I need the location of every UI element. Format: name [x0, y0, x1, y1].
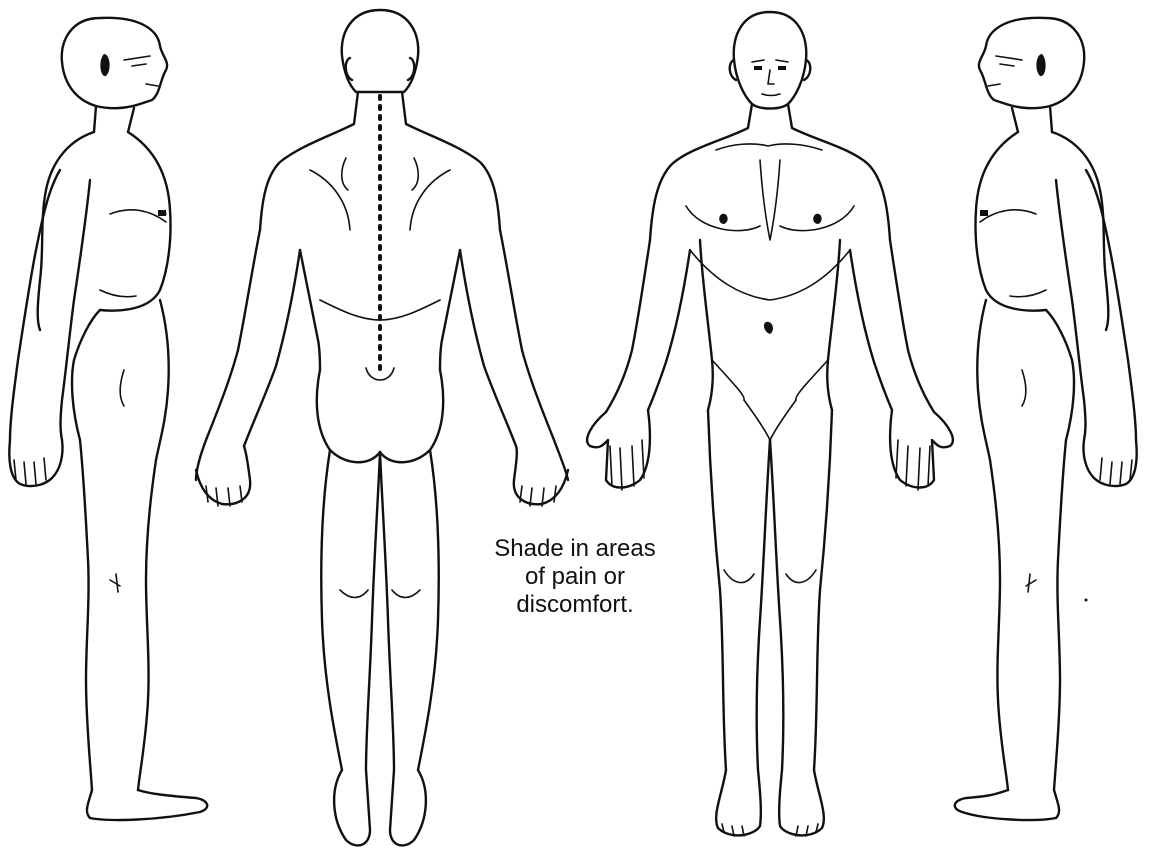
- instruction-line-1: Shade in areas: [470, 535, 680, 563]
- body-side-view-left[interactable]: [955, 18, 1137, 820]
- stray-dot: [1085, 599, 1088, 602]
- instruction-line-2: of pain or: [470, 563, 680, 591]
- instruction-line-3: discomfort.: [470, 591, 680, 619]
- instruction-text: Shade in areas of pain or discomfort.: [470, 535, 680, 619]
- body-back-view[interactable]: [196, 10, 568, 845]
- body-side-view-right[interactable]: [9, 18, 207, 820]
- body-front-view[interactable]: [587, 12, 953, 836]
